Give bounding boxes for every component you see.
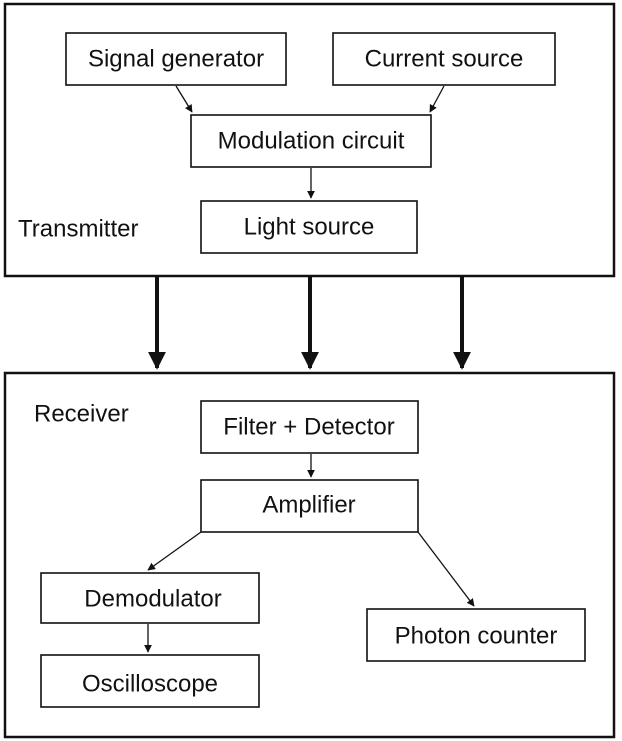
- filter-detector-label: Filter + Detector: [223, 414, 394, 441]
- signal-generator-label: Signal generator: [88, 46, 264, 73]
- modulation-circuit-label: Modulation circuit: [218, 128, 405, 155]
- oscilloscope-box: Oscilloscope: [40, 654, 260, 708]
- current-source-label: Current source: [365, 46, 524, 73]
- photon-counter-box: Photon counter: [366, 608, 586, 662]
- modulation-circuit-box: Modulation circuit: [190, 114, 432, 168]
- arrow-signal-to-modulation: [175, 85, 193, 113]
- amplifier-label: Amplifier: [262, 492, 355, 519]
- arrow-amplifier-to-demodulator: [147, 531, 202, 571]
- current-source-box: Current source: [332, 32, 556, 86]
- oscilloscope-label: Oscilloscope: [82, 671, 218, 698]
- demodulator-label: Demodulator: [84, 586, 221, 613]
- signal-generator-box: Signal generator: [65, 32, 287, 86]
- arrow-current-to-modulation: [429, 85, 445, 113]
- arrow-amplifier-to-photon-counter: [417, 531, 475, 607]
- light-source-label: Light source: [244, 214, 375, 241]
- receiver-label: Receiver: [34, 401, 129, 428]
- light-source-box: Light source: [200, 200, 418, 254]
- demodulator-box: Demodulator: [40, 572, 260, 624]
- filter-detector-box: Filter + Detector: [200, 400, 419, 454]
- amplifier-box: Amplifier: [200, 479, 419, 533]
- transmitter-label: Transmitter: [18, 216, 138, 243]
- photon-counter-label: Photon counter: [395, 623, 558, 650]
